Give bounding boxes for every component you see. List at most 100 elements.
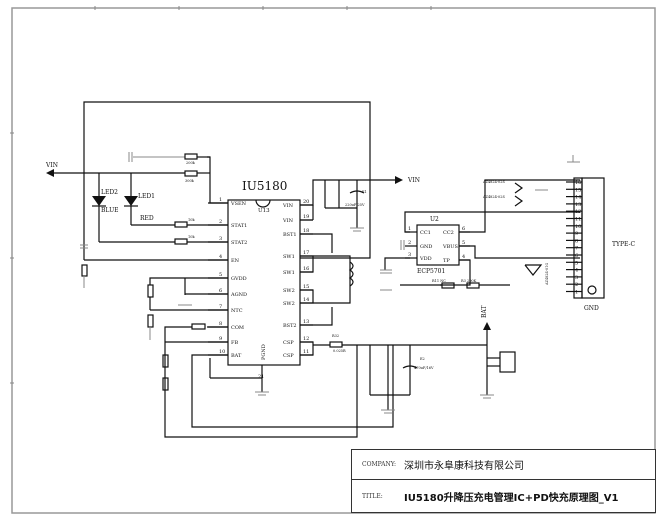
resistor-ntc1	[147, 284, 154, 298]
pin-number: 11	[303, 349, 309, 355]
pin-name: CSP	[283, 340, 294, 346]
type-c-pin-number: 15	[575, 187, 581, 193]
pin-number: 4	[219, 254, 222, 260]
pin-name: AGND	[230, 292, 247, 298]
pin-number: 3	[408, 252, 411, 258]
led1-icon	[124, 196, 138, 206]
inductor-icon	[348, 261, 354, 287]
type-c-pin-number: 14	[575, 195, 581, 201]
pin-number: 5	[219, 272, 222, 278]
pin-number: 4	[462, 254, 465, 260]
bat-arrow-icon	[483, 322, 491, 330]
pin-name: CC1	[420, 230, 431, 236]
pin-number: 7	[219, 304, 222, 310]
vin-right-arrow-icon	[395, 176, 403, 184]
r-sense-label: R32	[332, 334, 339, 338]
bat-connector	[499, 351, 516, 373]
pin-name: CC2	[443, 230, 454, 236]
cap-e1-symbol	[349, 190, 365, 194]
tvs2-label: AZ4824-02S	[482, 195, 506, 199]
pin-number: 8	[219, 321, 222, 327]
resistor-fb1	[162, 354, 169, 368]
pin-number: 18	[303, 228, 309, 234]
ic-iu5180-ref: U13	[258, 208, 270, 214]
title-value: IU5180升降压充电管理IC+PD快充原理图_V1	[404, 492, 619, 504]
tvs-diode-icon	[514, 182, 524, 207]
type-c-pin-number: 1	[575, 290, 578, 296]
pin-number: 5	[462, 240, 465, 246]
type-c-pin-number: 5	[575, 260, 578, 266]
cap-e1-label: E1	[362, 190, 367, 194]
resistor-fb2	[162, 377, 169, 391]
pin-number: 3	[219, 236, 222, 242]
r3-label: R3 200K	[461, 279, 477, 283]
resistor-top1	[184, 153, 198, 160]
pin-number: 15	[303, 284, 309, 290]
pin-name: BAT	[231, 353, 242, 359]
pin-name: TP	[443, 258, 450, 264]
pin-name: GVDD	[231, 276, 247, 282]
cap-e2-value: 470uF/16V	[414, 366, 434, 370]
pin-name: STAT2	[231, 240, 247, 246]
title-block: COMPANY: 深圳市永阜康科技有限公司 TITLE: IU5180升降压充电…	[351, 449, 656, 513]
pin-number: 13	[303, 319, 309, 325]
type-c-pin-column	[573, 177, 583, 299]
pin-name: BST2	[283, 323, 297, 329]
vin-right-wire	[300, 179, 395, 206]
top-loop-wire	[83, 101, 371, 260]
company-label: COMPANY:	[362, 461, 396, 468]
ground-symbol-bat	[381, 409, 395, 414]
led1-label: LED1	[138, 193, 155, 200]
csp-wire	[300, 341, 314, 356]
type-c-pin-number: 7	[575, 246, 578, 252]
pin-number: 1	[408, 226, 411, 232]
resistor-sense	[329, 341, 343, 348]
vdd-wire	[384, 257, 410, 270]
type-c-pin-number: 9	[575, 231, 578, 237]
type-c-pin-number: 10	[575, 224, 581, 230]
pin-number: 16	[303, 266, 309, 272]
cap-top-symbol	[128, 152, 133, 162]
led2-icon	[92, 196, 106, 206]
vin-right-label: VIN	[407, 177, 420, 184]
pin-number: 6	[219, 288, 222, 294]
resistor-stat1	[174, 221, 188, 228]
type-c-pin-number: 3	[575, 275, 578, 281]
pin-number: 14	[303, 297, 309, 303]
resistor-stat2	[174, 238, 188, 245]
type-c-pin-number: 16	[575, 180, 581, 186]
sw1-wire	[300, 255, 314, 273]
bat-label: BAT	[481, 306, 488, 318]
r-stat1-value: 10k	[188, 218, 195, 222]
drawing-frame	[11, 7, 656, 514]
red-label: RED	[140, 215, 154, 222]
vin-left-arrow-icon	[46, 169, 54, 177]
title-block-company-row: COMPANY: 深圳市永阜康科技有限公司	[352, 450, 655, 480]
ic-right-pins: 20VIN19VIN18BST117SW116SW115SW214SW213BS…	[282, 199, 313, 359]
pin-number: 12	[303, 336, 309, 342]
ic-ecp5701-ref: U2	[430, 216, 439, 223]
pin-name: VIN	[282, 218, 294, 224]
company-value: 深圳市永阜康科技有限公司	[404, 461, 524, 472]
cap-e2-label: E2	[420, 357, 425, 361]
cap-gnd-symbol	[400, 240, 405, 250]
vbus-wire	[459, 245, 580, 259]
pin-number: 9	[219, 336, 222, 342]
blue-label: BLUE	[101, 207, 119, 214]
pin-21-num: 21	[258, 374, 264, 380]
pin-name: NTC	[231, 308, 243, 314]
pgnd-label: PGND	[261, 344, 267, 360]
cap-en-symbol	[80, 244, 88, 249]
ground-symbol-batconn	[480, 394, 494, 399]
ic-iu5180-name: IU5180	[242, 179, 287, 193]
sw2-to-inductor	[313, 290, 351, 304]
pin-name: BST1	[283, 232, 297, 238]
bst1-wire	[300, 233, 333, 253]
resistor-ntc2	[147, 314, 154, 328]
pin-name: CSP	[283, 353, 294, 359]
tvs3-label: AZ4824-01G	[545, 262, 549, 286]
pin-name: VIN	[282, 203, 294, 209]
pin-name: VBUS	[442, 244, 458, 250]
pin-name: EN	[231, 258, 240, 264]
pin-name: SW1	[283, 254, 295, 260]
